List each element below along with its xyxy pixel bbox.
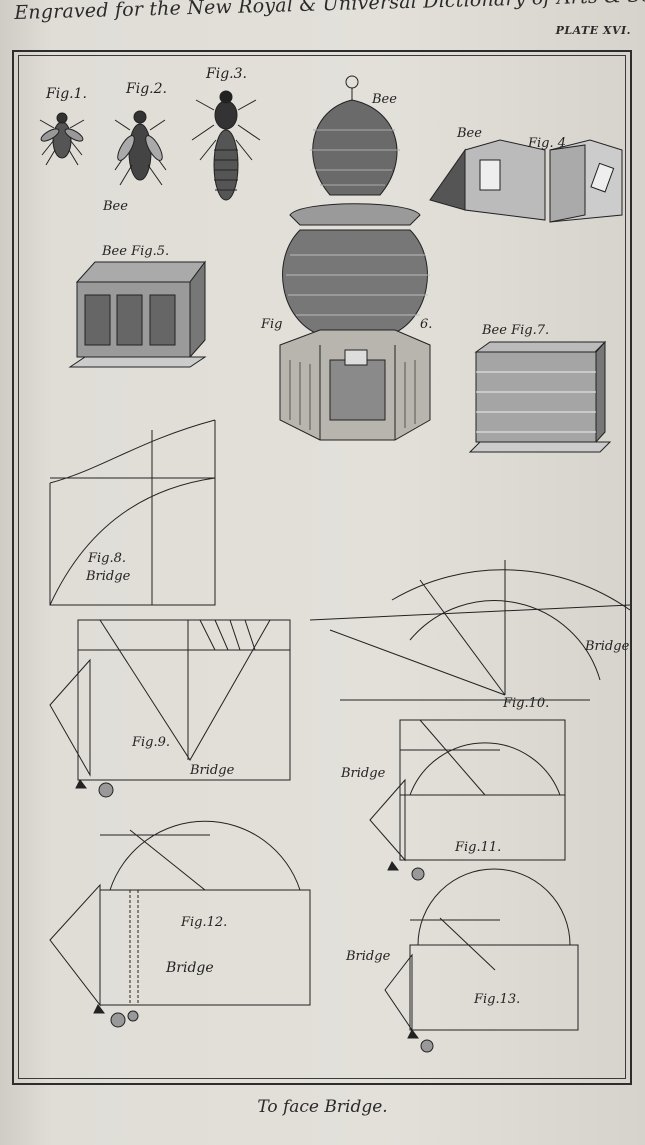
fig10-diagram — [309, 560, 631, 701]
fig11-bridge-label: Bridge — [340, 766, 386, 781]
plate-frame-inner — [18, 55, 626, 1079]
fig13-bridge-label: Bridge — [345, 949, 391, 964]
fig9-label: Fig.9. — [131, 735, 170, 750]
fig8-diagram — [49, 419, 216, 606]
fig11-label: Fig.11. — [454, 840, 501, 855]
plate-number: PLATE XVI. — [555, 24, 631, 37]
bee-label-2: Bee — [371, 92, 397, 107]
box-hive-fig7-drawing — [468, 340, 612, 453]
skep-hive-drawing — [279, 75, 431, 441]
fig8-label: Fig.8. — [87, 551, 126, 566]
bee-label-3: Bee — [456, 126, 482, 141]
fig12-label: Fig.12. — [180, 915, 227, 930]
fig9-diagram — [49, 619, 291, 798]
fig11-diagram — [369, 719, 566, 881]
fig9-bridge-label: Bridge — [189, 763, 235, 778]
box-hive-fig5-drawing — [68, 260, 207, 368]
fig4-label: Fig. 4 — [527, 136, 566, 151]
fig7-label: Bee Fig.7. — [481, 323, 549, 338]
fig12-bridge-label: Bridge — [165, 960, 214, 976]
fig2-label: Fig.2. — [125, 81, 167, 97]
fig8-bridge-label: Bridge — [85, 569, 131, 584]
bee-drawings — [39, 90, 261, 201]
fig6-label: Fig — [260, 317, 283, 332]
fig3-label: Fig.3. — [205, 66, 247, 82]
fig1-label: Fig.1. — [45, 86, 87, 102]
fig10-bridge-label: Bridge — [584, 639, 630, 654]
fig13-label: Fig.13. — [473, 992, 520, 1007]
fig5-label: Bee Fig.5. — [101, 244, 169, 259]
fig12-diagram — [49, 820, 311, 1028]
fig6-number: 6. — [420, 317, 432, 332]
fig13-diagram — [384, 868, 579, 1053]
box-hive-fig4-drawing — [429, 139, 623, 223]
plate-footer-caption: To face Bridge. — [257, 1097, 388, 1117]
fig10-label: Fig.10. — [502, 696, 549, 711]
bee-label-1: Bee — [102, 199, 128, 214]
plate-frame-outer — [12, 50, 632, 1085]
